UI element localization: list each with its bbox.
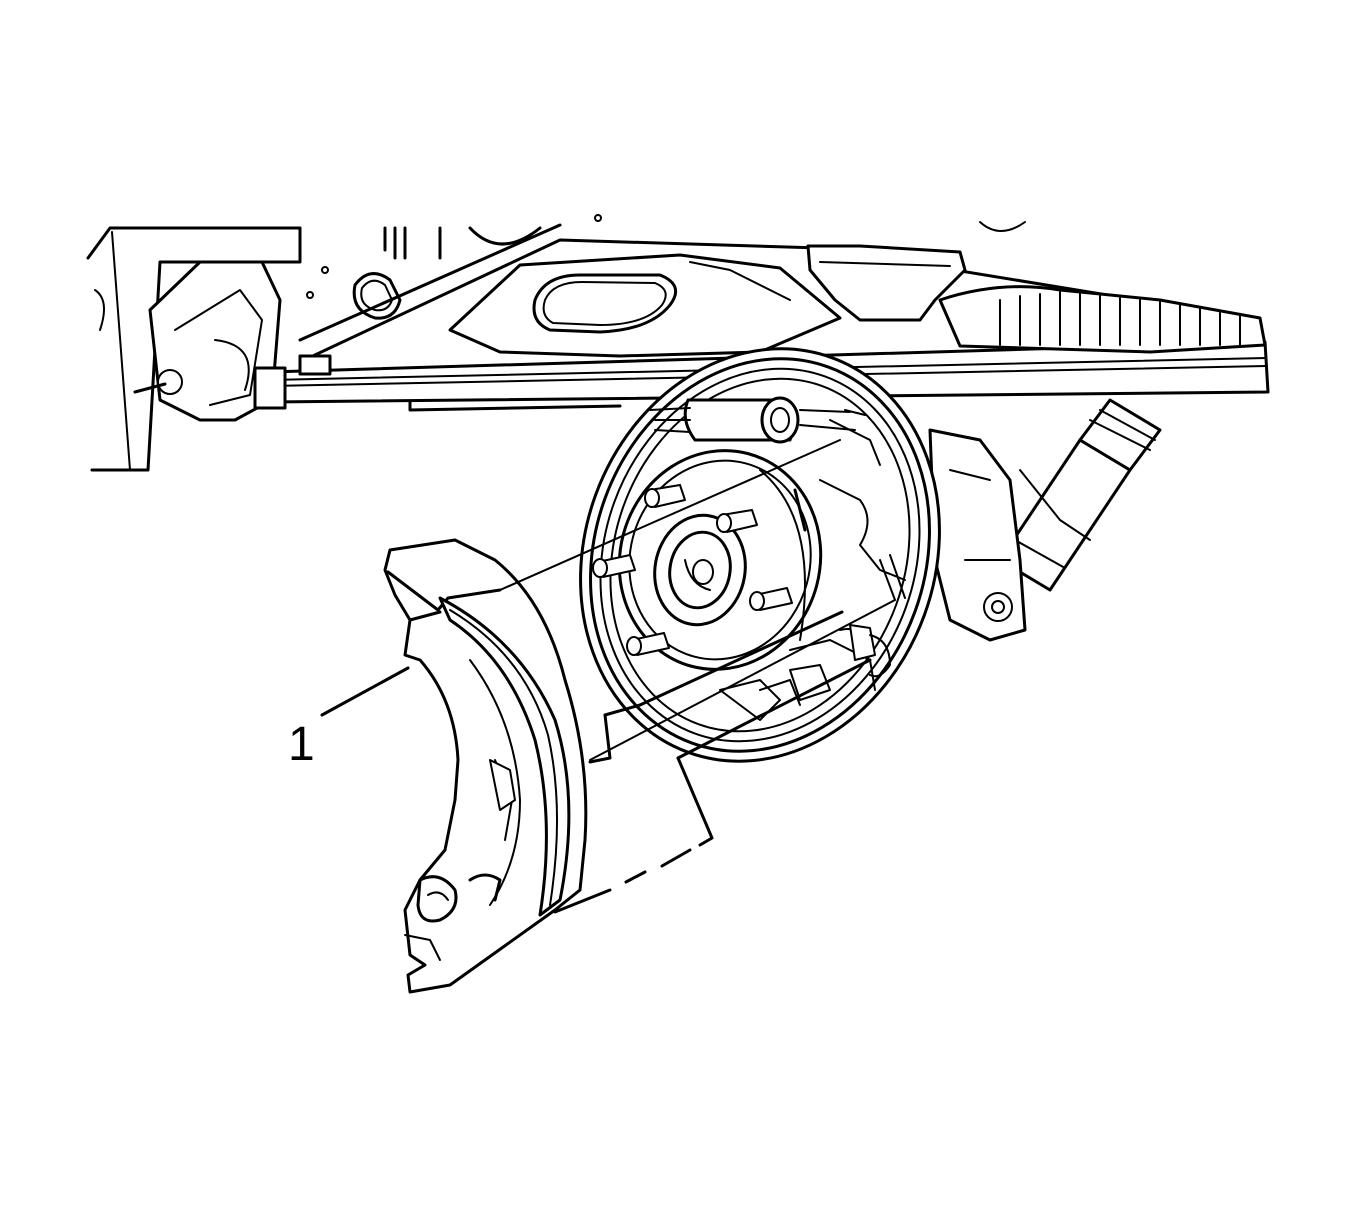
wheel-hub <box>617 449 823 671</box>
alignment-lines <box>499 439 896 914</box>
brake-shoe <box>383 538 588 994</box>
wheel-cylinder <box>649 396 856 444</box>
lower-anchor <box>719 634 891 721</box>
callout-label-1: 1 <box>288 718 315 771</box>
wheel-studs <box>592 484 793 656</box>
callout-1: 1 <box>288 666 410 771</box>
